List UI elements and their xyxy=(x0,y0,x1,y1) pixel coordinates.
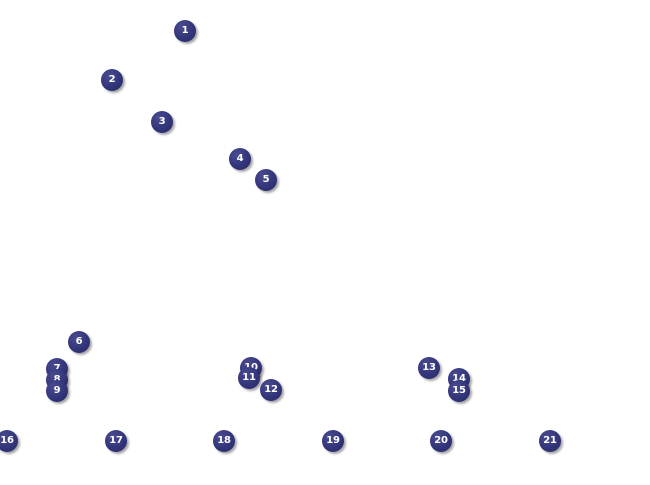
marker-label: 9 xyxy=(53,385,61,396)
marker-13[interactable]: 13 xyxy=(418,357,440,379)
marker-2[interactable]: 2 xyxy=(101,69,123,91)
marker-15[interactable]: 15 xyxy=(448,380,470,402)
marker-12[interactable]: 12 xyxy=(260,379,282,401)
marker-20[interactable]: 20 xyxy=(430,430,452,452)
marker-18[interactable]: 18 xyxy=(213,430,235,452)
marker-label: 6 xyxy=(75,336,83,347)
marker-label: 20 xyxy=(434,435,448,446)
marker-6[interactable]: 6 xyxy=(68,331,90,353)
marker-label: 5 xyxy=(262,174,270,185)
marker-label: 15 xyxy=(452,385,466,396)
marker-label: 19 xyxy=(326,435,340,446)
marker-17[interactable]: 17 xyxy=(105,430,127,452)
marker-4[interactable]: 4 xyxy=(229,148,251,170)
marker-5[interactable]: 5 xyxy=(255,169,277,191)
marker-19[interactable]: 19 xyxy=(322,430,344,452)
marker-label: 16 xyxy=(0,435,14,446)
marker-label: 17 xyxy=(109,435,123,446)
marker-21[interactable]: 21 xyxy=(539,430,561,452)
marker-label: 13 xyxy=(422,362,436,373)
marker-16[interactable]: 16 xyxy=(0,430,18,452)
marker-3[interactable]: 3 xyxy=(151,111,173,133)
marker-label: 1 xyxy=(181,25,189,36)
marker-label: 18 xyxy=(217,435,231,446)
marker-label: 2 xyxy=(108,74,116,85)
marker-label: 4 xyxy=(236,153,244,164)
marker-label: 11 xyxy=(242,372,256,383)
marker-9[interactable]: 9 xyxy=(46,380,68,402)
marker-label: 3 xyxy=(158,116,166,127)
marker-label: 12 xyxy=(264,384,278,395)
marker-label: 21 xyxy=(543,435,557,446)
marker-1[interactable]: 1 xyxy=(174,20,196,42)
marker-11[interactable]: 11 xyxy=(238,367,260,389)
